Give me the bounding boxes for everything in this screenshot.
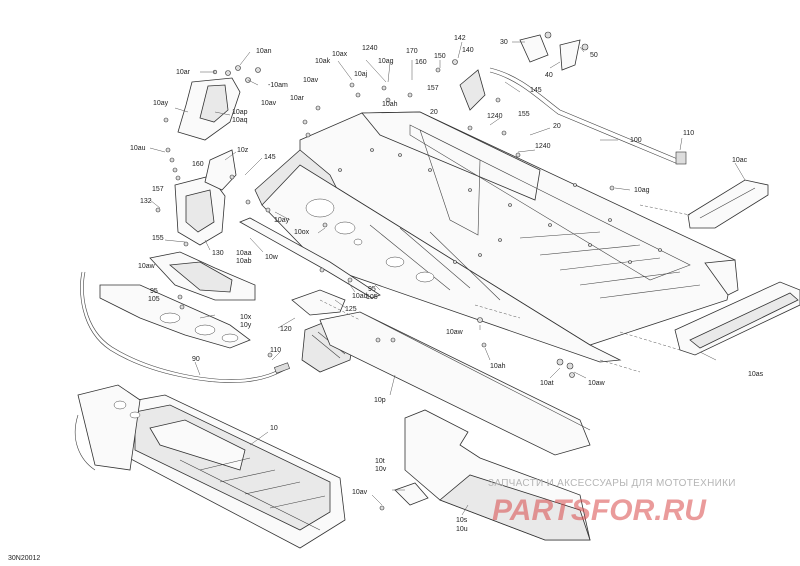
callout-label: 120	[280, 326, 292, 333]
callout-label: 10ap	[232, 109, 248, 116]
callout-label: 20	[553, 123, 561, 130]
callout-label: 10au	[130, 145, 146, 152]
callout-label: 10v	[375, 466, 387, 473]
callout-label: 20	[430, 109, 438, 116]
watermark: ЗАПЧАСТИ И АКСЕССУАРЫ ДЛЯ МОТОТЕХНИКИ PA…	[488, 478, 736, 527]
leader-lines	[149, 41, 746, 516]
callout-label: 40	[545, 72, 553, 79]
left-side-plate	[99, 284, 251, 349]
callout-label: 10an	[256, 48, 272, 55]
callout-label: 157	[427, 85, 439, 92]
callout-label: 95	[368, 286, 376, 293]
callout-label: 10ag	[378, 58, 394, 65]
callout-label: 10	[270, 425, 278, 432]
callout-label: 10aw	[138, 263, 156, 270]
callout-label: 10aa	[236, 250, 252, 257]
callout-label: 160	[415, 59, 427, 66]
callout-label: 10ab	[236, 258, 252, 265]
callout-label: 10at	[540, 380, 554, 387]
callout-label: 1240	[487, 113, 503, 120]
callout-label: 150	[434, 53, 446, 60]
callout-label: 10ox	[294, 229, 310, 236]
top-right-parts	[459, 31, 589, 111]
callout-label: 10ad	[352, 293, 368, 300]
rod-100	[489, 67, 687, 165]
callout-label: 10ak	[315, 58, 331, 65]
callout-label: 10y	[240, 322, 252, 329]
callout-label: 105	[366, 294, 378, 301]
callout-label: 110	[683, 130, 694, 137]
callout-label: 125	[345, 306, 357, 313]
callout-label: 30	[500, 39, 508, 46]
bracket-10ac	[687, 179, 769, 229]
callout-label: 10t	[375, 458, 385, 465]
watermark-line1: ЗАПЧАСТИ И АКСЕССУАРЫ ДЛЯ МОТОТЕХНИКИ	[488, 478, 736, 489]
callout-label: 160	[192, 161, 204, 168]
callout-labels: 10an 10ar -10am 10ay 10ap 10aq 10au 10z …	[130, 35, 764, 533]
callout-label: 10aw	[446, 329, 464, 336]
callout-label: 10w	[265, 254, 279, 261]
tunnel-assembly-10	[74, 384, 346, 549]
callout-label: 10ax	[332, 51, 348, 58]
callout-label: 110	[270, 347, 281, 354]
callout-label: 155	[518, 111, 530, 118]
callout-label: 10av	[261, 100, 277, 107]
callout-label: 10z	[237, 147, 249, 154]
cable-90	[80, 271, 290, 383]
callout-label: 157	[152, 186, 164, 193]
callout-label: 10ag	[634, 187, 650, 194]
callout-label: 10ah	[382, 101, 398, 108]
callout-label: 10aw	[588, 380, 606, 387]
callout-label: 132	[140, 198, 152, 205]
callout-label: 130	[212, 250, 224, 257]
callout-label: 155	[152, 235, 164, 242]
callout-label: 145	[264, 154, 276, 161]
callout-label: 10p	[374, 397, 386, 404]
scattered-fasteners	[177, 59, 615, 511]
callout-label: 10u	[456, 526, 468, 533]
side-panel-10s	[394, 409, 591, 541]
callout-label: 145	[530, 87, 542, 94]
callout-label: 95	[150, 288, 158, 295]
main-tunnel-assembly	[254, 111, 739, 363]
callout-label: 10ar	[290, 95, 305, 102]
callout-label: 142	[454, 35, 466, 42]
callout-label: 170	[406, 48, 418, 55]
footrest-120	[291, 289, 356, 373]
callout-label: 10s	[456, 517, 468, 524]
callout-label: 10ar	[176, 69, 191, 76]
callout-label: 10ay	[153, 100, 169, 107]
left-upper-brackets	[155, 65, 261, 247]
callout-label: 10as	[748, 371, 764, 378]
callout-label: 100	[630, 137, 642, 144]
diagram-code: 30N20012	[8, 555, 40, 562]
callout-label: 10aq	[232, 117, 248, 124]
callout-label: 140	[462, 47, 474, 54]
callout-label: 1240	[362, 45, 378, 52]
callout-label: 50	[590, 52, 598, 59]
callout-label: 105	[148, 296, 160, 303]
callout-label: 10x	[240, 314, 252, 321]
callout-label: 10ah	[490, 363, 506, 370]
callout-label: 10ac	[732, 157, 748, 164]
callout-label: 90	[192, 356, 200, 363]
callout-label: 10ay	[274, 217, 290, 224]
callout-label: 10av	[303, 77, 319, 84]
callout-label: -10am	[268, 82, 288, 89]
watermark-line2: PARTSFOR.RU	[492, 494, 707, 527]
callout-label: 1240	[535, 143, 551, 150]
left-rail-bracket	[149, 251, 256, 301]
callout-label: 10av	[352, 489, 368, 496]
running-board-10p	[319, 311, 591, 456]
callout-label: 10aj	[354, 71, 368, 78]
